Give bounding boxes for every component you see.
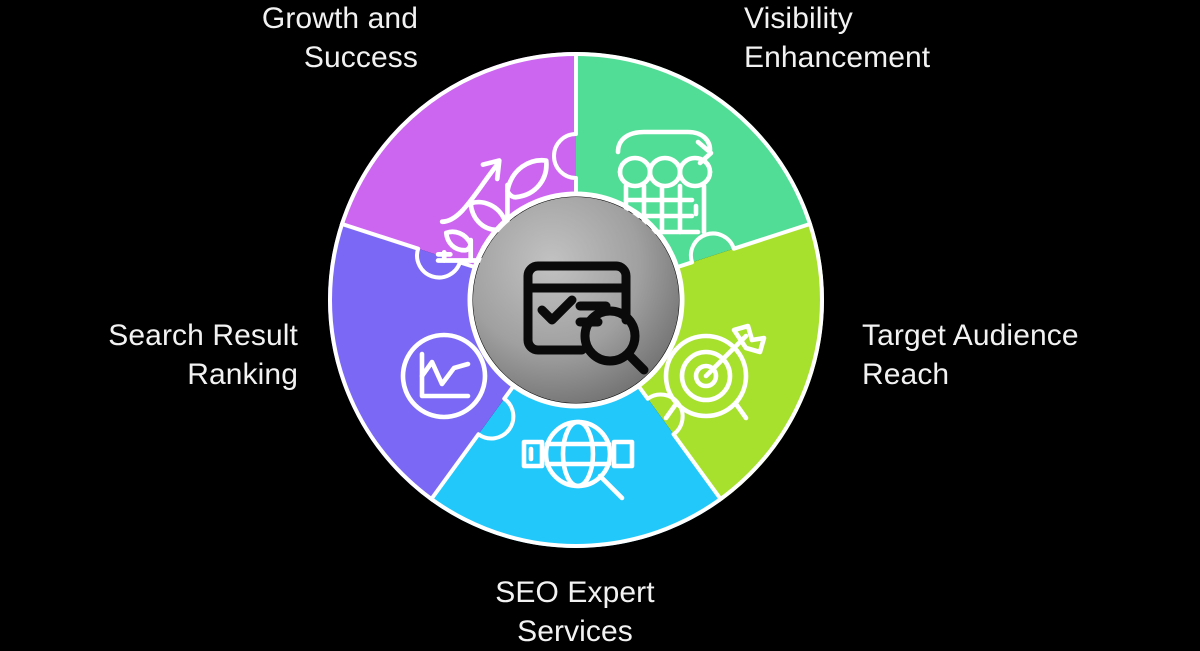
puzzle-wheel bbox=[324, 48, 828, 552]
label-visibility-enhancement: Visibility Enhancement bbox=[744, 2, 931, 74]
label-search-result-ranking: Search Result Ranking bbox=[108, 319, 298, 391]
puzzle-wheel-svg bbox=[324, 48, 828, 552]
seam-upper-right bbox=[674, 221, 814, 270]
label-target-audience-reach: Target Audience Reach bbox=[862, 319, 1079, 391]
browser-search-icon bbox=[523, 261, 649, 375]
target-dart-icon bbox=[663, 323, 767, 421]
puzzle-seams bbox=[338, 52, 814, 503]
segment-seo-expert[interactable] bbox=[416, 300, 736, 552]
seam-lower-left bbox=[428, 383, 516, 503]
label-seo-expert-services: SEO Expert Services bbox=[495, 576, 655, 648]
globe-magnifier-icon bbox=[521, 419, 635, 501]
seam-upper-left bbox=[338, 221, 478, 280]
line-chart-circle-icon bbox=[400, 332, 488, 420]
wheel-outer-ring bbox=[328, 52, 824, 548]
seam-top bbox=[552, 52, 578, 196]
label-growth-and-success: Growth and Success bbox=[261, 2, 418, 74]
